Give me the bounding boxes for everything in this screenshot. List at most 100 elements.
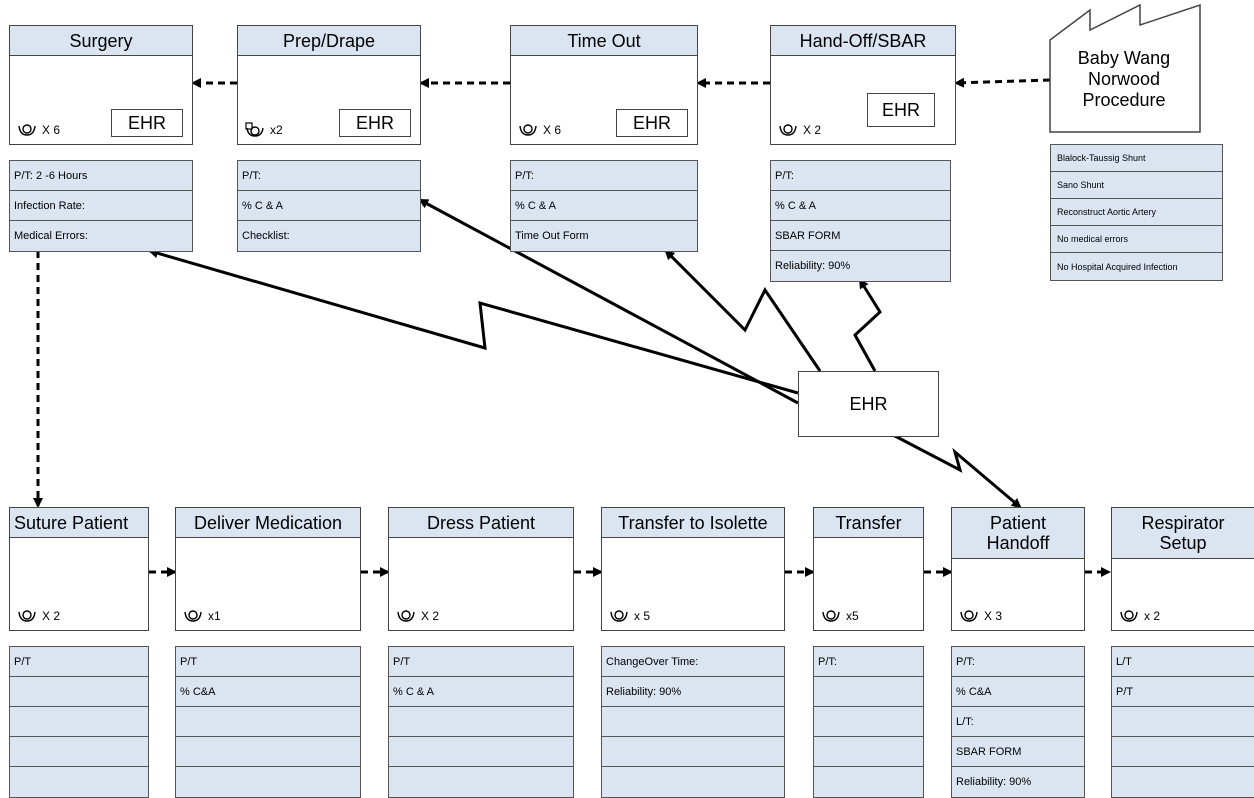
requirement-item: No Hospital Acquired Infection — [1057, 261, 1178, 272]
data-box-prep-drape: P/T: % C & A Checklist: — [237, 160, 421, 252]
process-title: Prep/Drape — [238, 26, 420, 56]
operator-count: x5 — [846, 609, 859, 623]
data-row: P/T: — [814, 647, 923, 677]
operator-count: X 3 — [984, 609, 1003, 623]
data-row: Reliability: 90% — [602, 677, 784, 707]
supplier-label: Baby Wang Norwood Procedure — [1068, 48, 1180, 111]
data-row: % C & A — [511, 191, 697, 221]
operator-count: X 2 — [421, 609, 440, 623]
data-row: Checklist: — [242, 230, 290, 242]
ehr-system-box: EHR — [111, 109, 183, 137]
data-row: P/T: — [952, 647, 1084, 677]
process-title: Suture Patient — [10, 508, 148, 538]
process-title: Respirator Setup — [1112, 508, 1254, 559]
data-row — [10, 737, 148, 767]
data-row — [1112, 767, 1254, 797]
info-flow-ehr-surgery — [148, 248, 799, 395]
data-row — [10, 767, 148, 797]
operator-indicator: x 5 — [608, 608, 650, 624]
process-deliver-medication: Deliver Medication x1 — [175, 507, 361, 631]
data-row: L/T: — [952, 707, 1084, 737]
operator-icon — [519, 124, 537, 136]
operator-indicator: X 6 — [16, 122, 60, 138]
requirement-item: Blalock-Taussig Shunt — [1051, 145, 1222, 172]
process-title: Transfer — [814, 508, 923, 538]
process-transfer-to-isolette: Transfer to Isolette x 5 — [601, 507, 785, 631]
data-row — [389, 707, 573, 737]
data-box-respirator-setup: L/T P/T — [1111, 646, 1254, 798]
operator-count: X 2 — [42, 609, 61, 623]
data-row — [814, 737, 923, 767]
data-row — [10, 677, 148, 707]
data-row — [176, 707, 360, 737]
process-title-line: Handoff — [986, 533, 1050, 553]
operator-count: x2 — [270, 123, 283, 137]
data-box-time-out: P/T: % C & A Time Out Form — [510, 160, 698, 252]
operator-icon — [245, 122, 264, 137]
operator-icon — [184, 610, 202, 622]
operator-count: X 2 — [803, 123, 822, 137]
process-title-line: Patient — [989, 513, 1047, 533]
data-row: L/T — [1112, 647, 1254, 677]
data-row: P/T: — [771, 161, 950, 191]
operator-count: X 6 — [543, 123, 562, 137]
data-row — [176, 737, 360, 767]
operator-icon — [960, 610, 978, 622]
data-row: P/T — [1112, 677, 1254, 707]
ehr-central-system: EHR — [798, 371, 939, 437]
operator-indicator: X 6 — [517, 122, 561, 138]
requirement-item: Reconstruct Aortic Artery — [1051, 199, 1222, 226]
requirement-item: No medical errors — [1051, 226, 1222, 253]
data-box-transfer-to-isolette: ChangeOver Time: Reliability: 90% — [601, 646, 785, 798]
process-time-out: Time Out X 6 EHR — [510, 25, 698, 145]
data-row: Reliability: 90% — [775, 260, 851, 272]
ehr-system-box: EHR — [867, 93, 935, 127]
supplier-line: Baby Wang — [1077, 48, 1171, 68]
process-title: Dress Patient — [389, 508, 573, 538]
info-flow-ehr-patient-handoff — [892, 433, 1022, 509]
requirement-item: Sano Shunt — [1051, 172, 1222, 199]
data-row — [389, 737, 573, 767]
operator-icon — [822, 610, 840, 622]
process-dress-patient: Dress Patient X 2 — [388, 507, 574, 631]
process-title: Deliver Medication — [176, 508, 360, 538]
operator-indicator: X 2 — [395, 608, 439, 624]
process-title-line: Setup — [1159, 533, 1207, 553]
process-title: Transfer to Isolette — [602, 508, 784, 538]
process-title-line: Respirator — [1141, 513, 1225, 533]
data-row: % C & A — [238, 191, 420, 221]
data-row: SBAR FORM — [771, 221, 950, 251]
data-row — [389, 767, 573, 797]
operator-icon — [779, 124, 797, 136]
ehr-system-box: EHR — [616, 109, 688, 137]
process-title: Hand-Off/SBAR — [771, 26, 955, 56]
info-flow-ehr-handoff-sbar — [853, 278, 882, 372]
data-row: P/T — [176, 647, 360, 677]
operator-indicator: X 2 — [16, 608, 60, 624]
operator-icon — [18, 610, 36, 622]
operator-count: x 5 — [634, 609, 651, 623]
data-row — [814, 677, 923, 707]
process-respirator-setup: Respirator Setup x 2 — [1111, 507, 1254, 631]
process-title: Patient Handoff — [952, 508, 1084, 559]
data-row — [814, 767, 923, 797]
data-row — [814, 707, 923, 737]
supplier-line: Norwood — [1087, 69, 1161, 89]
process-surgery: Surgery X 6 EHR — [9, 25, 193, 145]
data-row: % C & A — [771, 191, 950, 221]
process-prep-drape: Prep/Drape x2 EHR — [237, 25, 421, 145]
operator-indicator: X 2 — [777, 122, 821, 138]
process-title: Time Out — [511, 26, 697, 56]
data-box-patient-handoff: P/T: % C&A L/T: SBAR FORM Reliability: 9… — [951, 646, 1085, 798]
supplier-line: Procedure — [1082, 90, 1166, 110]
data-row — [602, 737, 784, 767]
data-row: Time Out Form — [515, 230, 589, 242]
operator-count: x 2 — [1144, 609, 1161, 623]
data-row: P/T — [10, 647, 148, 677]
operator-indicator: x1 — [182, 608, 221, 624]
data-box-dress-patient: P/T % C & A — [388, 646, 574, 798]
data-row: P/T: 2 -6 Hours — [10, 161, 192, 191]
data-row — [602, 767, 784, 797]
info-flow-ehr-prep — [418, 198, 799, 405]
